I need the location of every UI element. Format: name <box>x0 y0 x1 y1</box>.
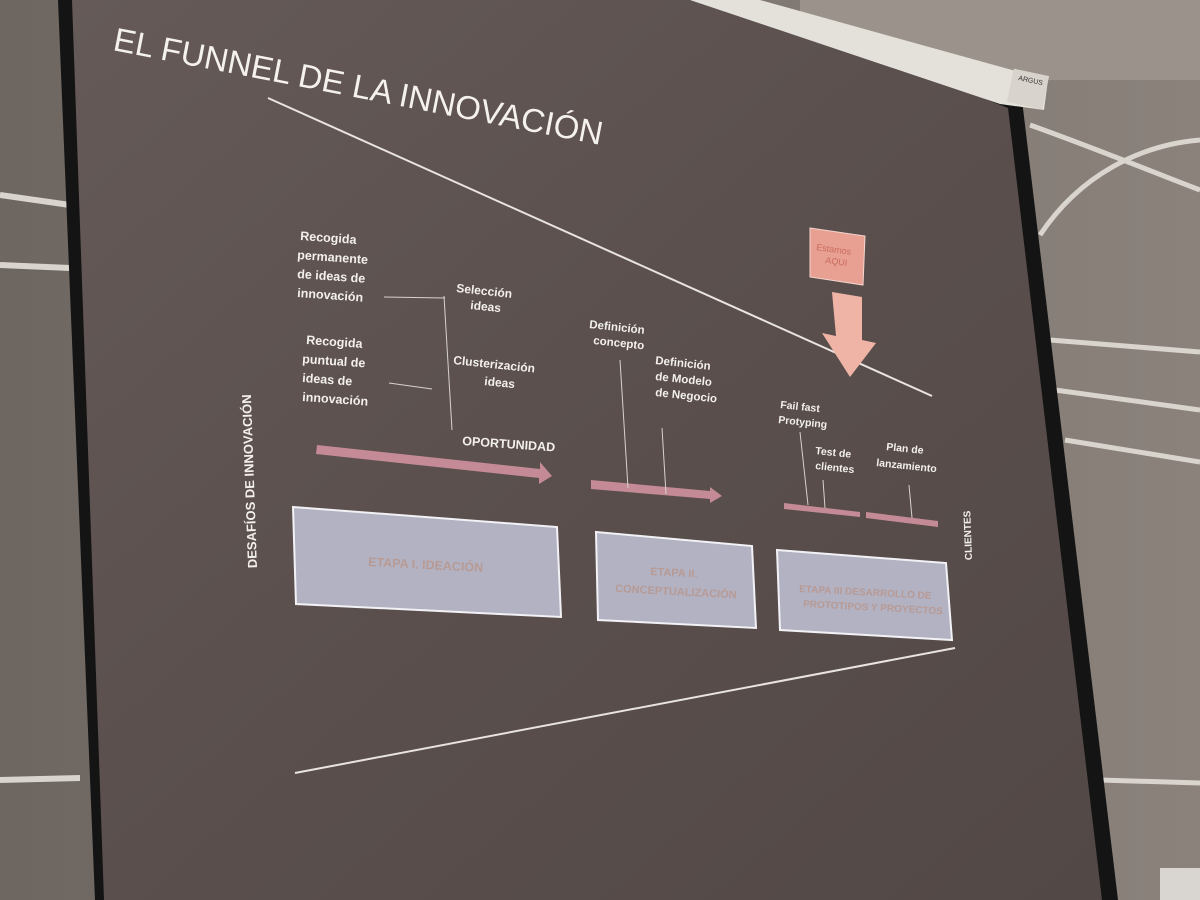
current-position-marker: Estamos AQUI <box>809 227 876 377</box>
funnel-bottom-line <box>294 647 956 774</box>
stage-3-box <box>775 548 954 642</box>
concept-step-2-line: de Modelo <box>655 371 713 389</box>
ideation-input-1-line: permanente <box>297 248 369 267</box>
arrow-launch <box>866 512 938 527</box>
opportunity-label: OPORTUNIDAD <box>462 434 556 454</box>
down-arrow-icon <box>822 292 876 377</box>
prototype-step-3-line: Plan de <box>886 441 925 457</box>
marker-box <box>809 227 866 286</box>
screen-roller <box>690 0 1048 110</box>
marker-line2: AQUI <box>825 255 848 268</box>
prototype-step-1-line: Protyping <box>778 414 828 431</box>
wall-stripes-left <box>0 192 81 783</box>
ideation-step-1: Selección ideas <box>456 281 513 315</box>
ideation-input-2: Recogida puntual de ideas de innovación <box>302 333 369 409</box>
concept-step-2-line: Definición <box>655 355 712 373</box>
ideation-step-1-line: Selección <box>456 281 513 301</box>
right-axis-label: CLIENTES <box>962 510 975 560</box>
left-axis-label: DESAFÍOS DE INNOVACIÓN <box>239 394 260 568</box>
ideation-input-1: Recogida permanente de ideas de innovaci… <box>297 229 369 305</box>
ideation-input-2-line: ideas de <box>302 371 353 388</box>
stage-2-label-line: ETAPA II. <box>650 566 698 580</box>
ideation-input-1-line: innovación <box>297 286 364 305</box>
stage-2: ETAPA II. CONCEPTUALIZACIÓN <box>594 530 758 630</box>
ideation-step-1-line: ideas <box>470 298 502 315</box>
ideation-input-2-line: innovación <box>302 390 369 409</box>
stage-1-label: ETAPA I. IDEACIÓN <box>368 554 484 575</box>
ideation-input-2-line: puntual de <box>302 352 366 370</box>
stage-2-label-line: CONCEPTUALIZACIÓN <box>615 582 737 601</box>
concept-connectors <box>619 359 667 495</box>
arrow-ideation <box>316 445 552 484</box>
prototype-step-2: Test de clientes <box>815 445 855 476</box>
prototype-step-1-line: Fail fast <box>780 399 821 415</box>
prototype-connectors <box>799 431 913 519</box>
stage-1: ETAPA I. IDEACIÓN <box>291 505 563 619</box>
arrow-concept <box>591 480 722 503</box>
concept-step-1: Definición concepto <box>589 319 646 352</box>
funnel-top-line <box>267 97 933 397</box>
marker-line1: Estamos <box>816 242 853 257</box>
concept-step-1-line: Definición <box>589 319 646 337</box>
wall-stripes-right <box>1029 122 1200 786</box>
prototype-step-2-line: clientes <box>815 460 855 476</box>
prototype-step-2-line: Test de <box>815 445 852 461</box>
stage-1-box <box>291 505 563 619</box>
projector-screen <box>72 0 1102 900</box>
ideation-input-1-line: Recogida <box>300 229 358 247</box>
stage-2-box <box>594 530 758 630</box>
process-arrows <box>316 445 938 527</box>
arrow-prototyping <box>784 503 860 517</box>
ideation-input-1-line: de ideas de <box>297 267 366 286</box>
desk-object <box>1160 868 1200 900</box>
ideation-connectors <box>383 295 453 431</box>
stage-3: ETAPA III DESARROLLO DE PROTOTIPOS Y PRO… <box>775 548 954 642</box>
prototype-step-1: Fail fast Protyping <box>778 399 828 431</box>
ideation-step-2-line: ideas <box>484 374 516 391</box>
screen-roller-cap <box>1006 68 1050 110</box>
ideation-input-2-line: Recogida <box>306 333 364 351</box>
concept-step-1-line: concepto <box>593 335 645 352</box>
concept-step-2: Definición de Modelo de Negocio <box>655 355 718 405</box>
